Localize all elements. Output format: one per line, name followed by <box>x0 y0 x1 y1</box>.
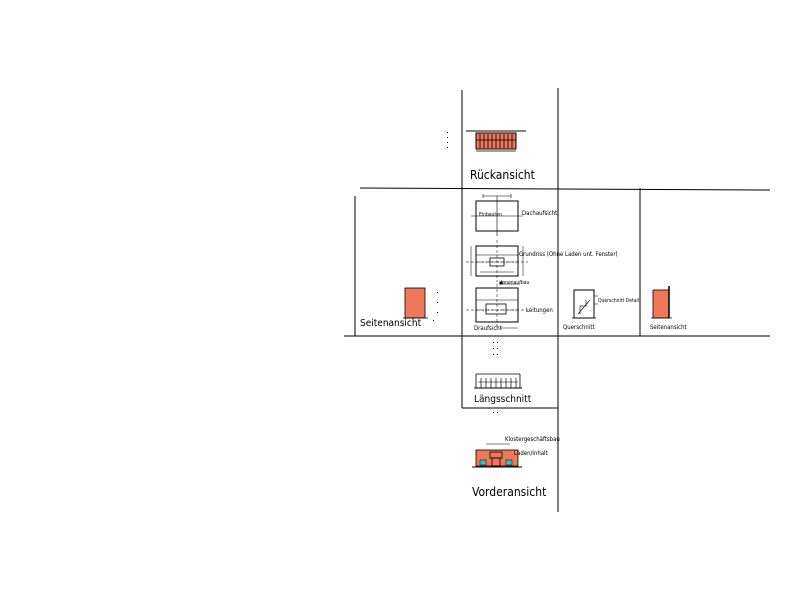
label-querschnitt: Querschnitt <box>563 324 595 331</box>
front-view-drawing <box>472 443 522 468</box>
lower-plan-drawing <box>466 281 528 330</box>
layout-frame <box>344 88 771 512</box>
floor-plan-drawing <box>466 240 528 282</box>
label-dachaufsicht: Dachaufsicht <box>522 210 558 217</box>
label-rueckansicht: Rückansicht <box>470 168 535 182</box>
label-fassade-title: Klostergeschäftsbau <box>505 436 560 443</box>
frame-line-top-horizontal <box>359 187 771 191</box>
top-view-drawing <box>471 194 523 236</box>
side-view-left-drawing <box>403 287 438 321</box>
label-fassade-sub: Laden/Inhalt <box>514 450 548 457</box>
label-vorderansicht: Vorderansicht <box>472 485 547 499</box>
label-laengsschnitt: Längsschnitt <box>474 394 532 405</box>
rear-view-drawing <box>447 130 526 152</box>
side-view-right-drawing <box>651 286 672 319</box>
label-grundriss: Grundriss (Ohne Laden unt. Fenster) <box>519 251 618 258</box>
cross-section-drawing <box>572 289 598 319</box>
label-draufsicht: Draufsicht <box>474 325 502 332</box>
label-innenaufbau: Innenaufbau <box>501 280 530 286</box>
longitudinal-section-drawing <box>474 342 522 413</box>
label-seitenansicht-left: Seitenansicht <box>360 318 422 329</box>
label-leitungen: Leitungen <box>526 307 553 314</box>
label-seitenansicht-right: Seitenansicht <box>650 324 687 331</box>
label-querschnitt-detail: Querschnitt Detail <box>598 298 639 304</box>
label-einbauten: Einbauten <box>479 212 502 218</box>
